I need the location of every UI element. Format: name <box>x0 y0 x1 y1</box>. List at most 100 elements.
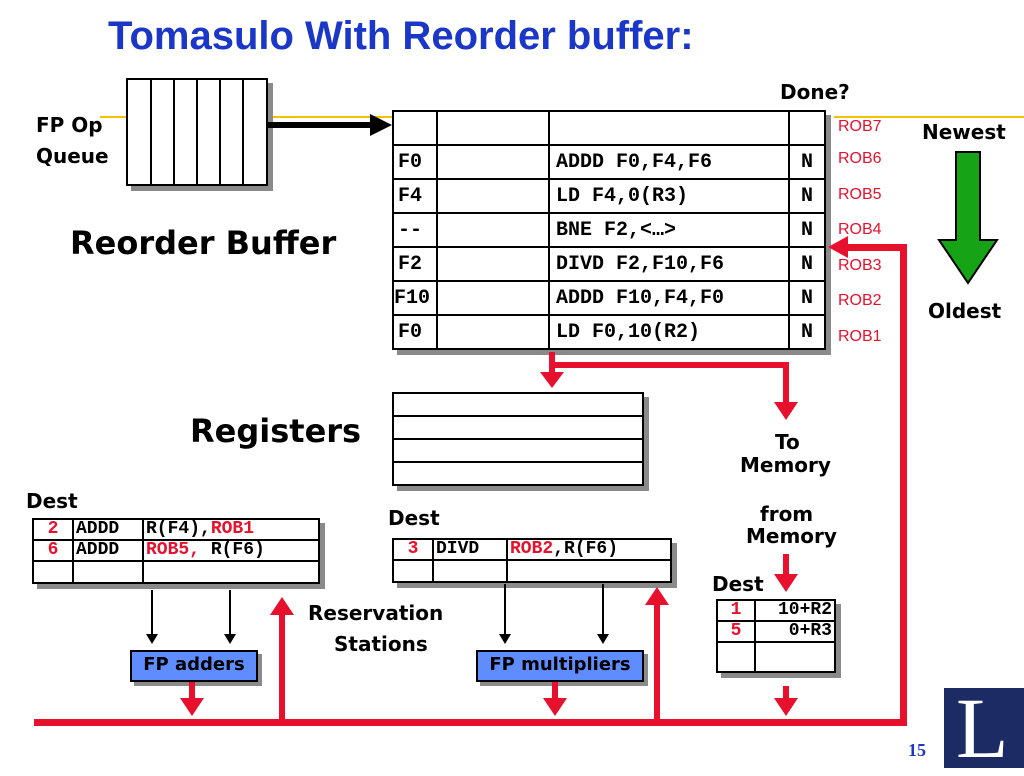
load-to-cdb-shaft <box>783 686 789 700</box>
rob-tag: ROB1 <box>838 328 882 345</box>
rs-to-adder-arrowhead-1 <box>146 634 158 644</box>
rob-output-line <box>549 352 555 368</box>
from-memory-arrowhead <box>774 574 798 592</box>
rob-done: N <box>788 280 826 316</box>
queue-to-rob-arrow-head <box>370 114 392 136</box>
rob-dest-reg: F0 <box>392 144 438 180</box>
multiplier-reservation-station: 3 DIVD ROB2,R(F6) <box>392 538 672 583</box>
rob-entry: F4 LD F4,0(R3) N <box>392 178 826 214</box>
register-row <box>394 417 642 440</box>
rob-tag: ROB3 <box>838 257 882 274</box>
rob-value <box>436 178 550 214</box>
load-buffer-row <box>716 641 836 673</box>
cdb-to-mult-rs-arrowhead <box>645 587 669 605</box>
rs-empty <box>142 560 320 584</box>
mult-to-cdb-arrowhead <box>543 698 567 716</box>
common-data-bus <box>34 719 906 726</box>
rob-dest-reg <box>392 110 438 146</box>
fp-multipliers-unit: FP multipliers <box>476 650 644 682</box>
adder-rs-dest-label: Dest <box>26 489 78 513</box>
rs-operand-2: ,R(F6) <box>553 539 619 559</box>
cdb-to-rob-vertical <box>900 244 907 726</box>
adder-to-cdb-shaft <box>189 682 195 700</box>
fp-op-queue <box>126 78 268 186</box>
rs-empty <box>506 559 672 583</box>
rob-value <box>436 246 550 282</box>
register-row <box>394 463 642 484</box>
rob-entry: F0 LD F0,10(R2) N <box>392 314 826 350</box>
rob-entry <box>392 110 826 146</box>
cdb-to-mult-rs-shaft <box>654 604 660 720</box>
registers-label: Registers <box>190 412 362 450</box>
rob-dest-reg: F2 <box>392 246 438 282</box>
rs-to-adder-arrowhead-2 <box>224 634 236 644</box>
rs-empty <box>432 559 508 583</box>
rs-op: ADDD <box>72 518 144 541</box>
from-memory-label-2: Memory <box>746 524 837 548</box>
rob-done: N <box>788 314 826 350</box>
cdb-to-rob-arrowhead <box>828 236 848 258</box>
rs-to-mult-arrow-2 <box>602 584 604 636</box>
to-memory-label-1: To <box>775 430 800 454</box>
cdb-to-rob-horizontal <box>846 244 906 251</box>
reorder-buffer-table: F0 ADDD F0,F4,F6 N F4 LD F4,0(R3) N -- B… <box>392 110 826 350</box>
rs-to-mult-arrow-1 <box>504 584 506 636</box>
load-buffer-dest: 1 <box>716 599 756 622</box>
rob-to-registers-arrowhead <box>540 372 564 388</box>
mult-to-cdb-shaft <box>552 682 558 700</box>
rob-instruction: ADDD F0,F4,F6 <box>548 144 790 180</box>
register-file <box>392 392 644 486</box>
rob-done: N <box>788 246 826 282</box>
rs-empty <box>392 559 434 583</box>
oldest-label: Oldest <box>928 299 1002 323</box>
rob-done: N <box>788 178 826 214</box>
rob-value <box>436 280 550 316</box>
register-row <box>394 440 642 463</box>
load-buffer-address: 0+R3 <box>754 620 836 643</box>
load-buffer-empty <box>716 641 756 673</box>
rob-done: N <box>788 212 826 248</box>
rob-to-memory-shaft <box>783 362 789 404</box>
rs-operand-1: ROB5, <box>146 540 201 560</box>
fp-op-queue-label-2: Queue <box>36 144 109 168</box>
cdb-to-adder-rs-shaft <box>279 614 285 720</box>
rob-output-bus <box>549 362 789 368</box>
rob-instruction: LD F0,10(R2) <box>548 314 790 350</box>
slide-title: Tomasulo With Reorder buffer: <box>108 14 694 58</box>
rs-entry <box>32 560 320 584</box>
queue-to-rob-arrow-shaft <box>266 122 372 128</box>
rs-dest: 6 <box>32 539 74 562</box>
rob-done: N <box>788 144 826 180</box>
from-memory-label-1: from <box>760 502 814 526</box>
rs-dest: 2 <box>32 518 74 541</box>
rob-instruction: ADDD F10,F4,F0 <box>548 280 790 316</box>
rs-operand-1: ROB2 <box>510 539 554 559</box>
rs-entry <box>392 559 672 583</box>
rs-to-adder-arrow-1 <box>151 590 153 636</box>
load-buffer-empty <box>754 641 836 673</box>
done-header: Done? <box>780 80 850 104</box>
rob-entry: F0 ADDD F0,F4,F6 N <box>392 144 826 180</box>
adder-reservation-station: 2 ADDD R(F4),ROB1 6 ADDD ROB5, R(F6) <box>32 518 320 584</box>
cdb-to-adder-rs-arrowhead <box>270 597 294 615</box>
reorder-buffer-label: Reorder Buffer <box>70 224 337 262</box>
rs-operands: ROB5, R(F6) <box>142 539 320 562</box>
load-to-cdb-arrowhead <box>774 698 798 716</box>
university-logo: L <box>944 682 1024 774</box>
load-buffer-row: 5 0+R3 <box>716 620 836 643</box>
from-memory-shaft <box>783 554 789 576</box>
rob-instruction <box>548 110 790 146</box>
rob-entry: F10 ADDD F10,F4,F0 N <box>392 280 826 316</box>
rs-operand-1: R(F4), <box>146 519 211 539</box>
rob-instruction: DIVD F2,F10,F6 <box>548 246 790 282</box>
rs-entry: 3 DIVD ROB2,R(F6) <box>392 538 672 561</box>
rs-operand-2: ROB1 <box>210 519 255 539</box>
rs-op: ADDD <box>72 539 144 562</box>
rob-tag: ROB4 <box>838 221 882 238</box>
load-buffer-address: 10+R2 <box>754 599 836 622</box>
newest-to-oldest-arrow-icon <box>937 150 999 286</box>
logo-letter: L <box>956 680 1009 776</box>
reservation-stations-label-1: Reservation <box>308 601 444 625</box>
page-number: 15 <box>908 740 926 760</box>
rob-to-registers-shaft <box>549 362 555 376</box>
